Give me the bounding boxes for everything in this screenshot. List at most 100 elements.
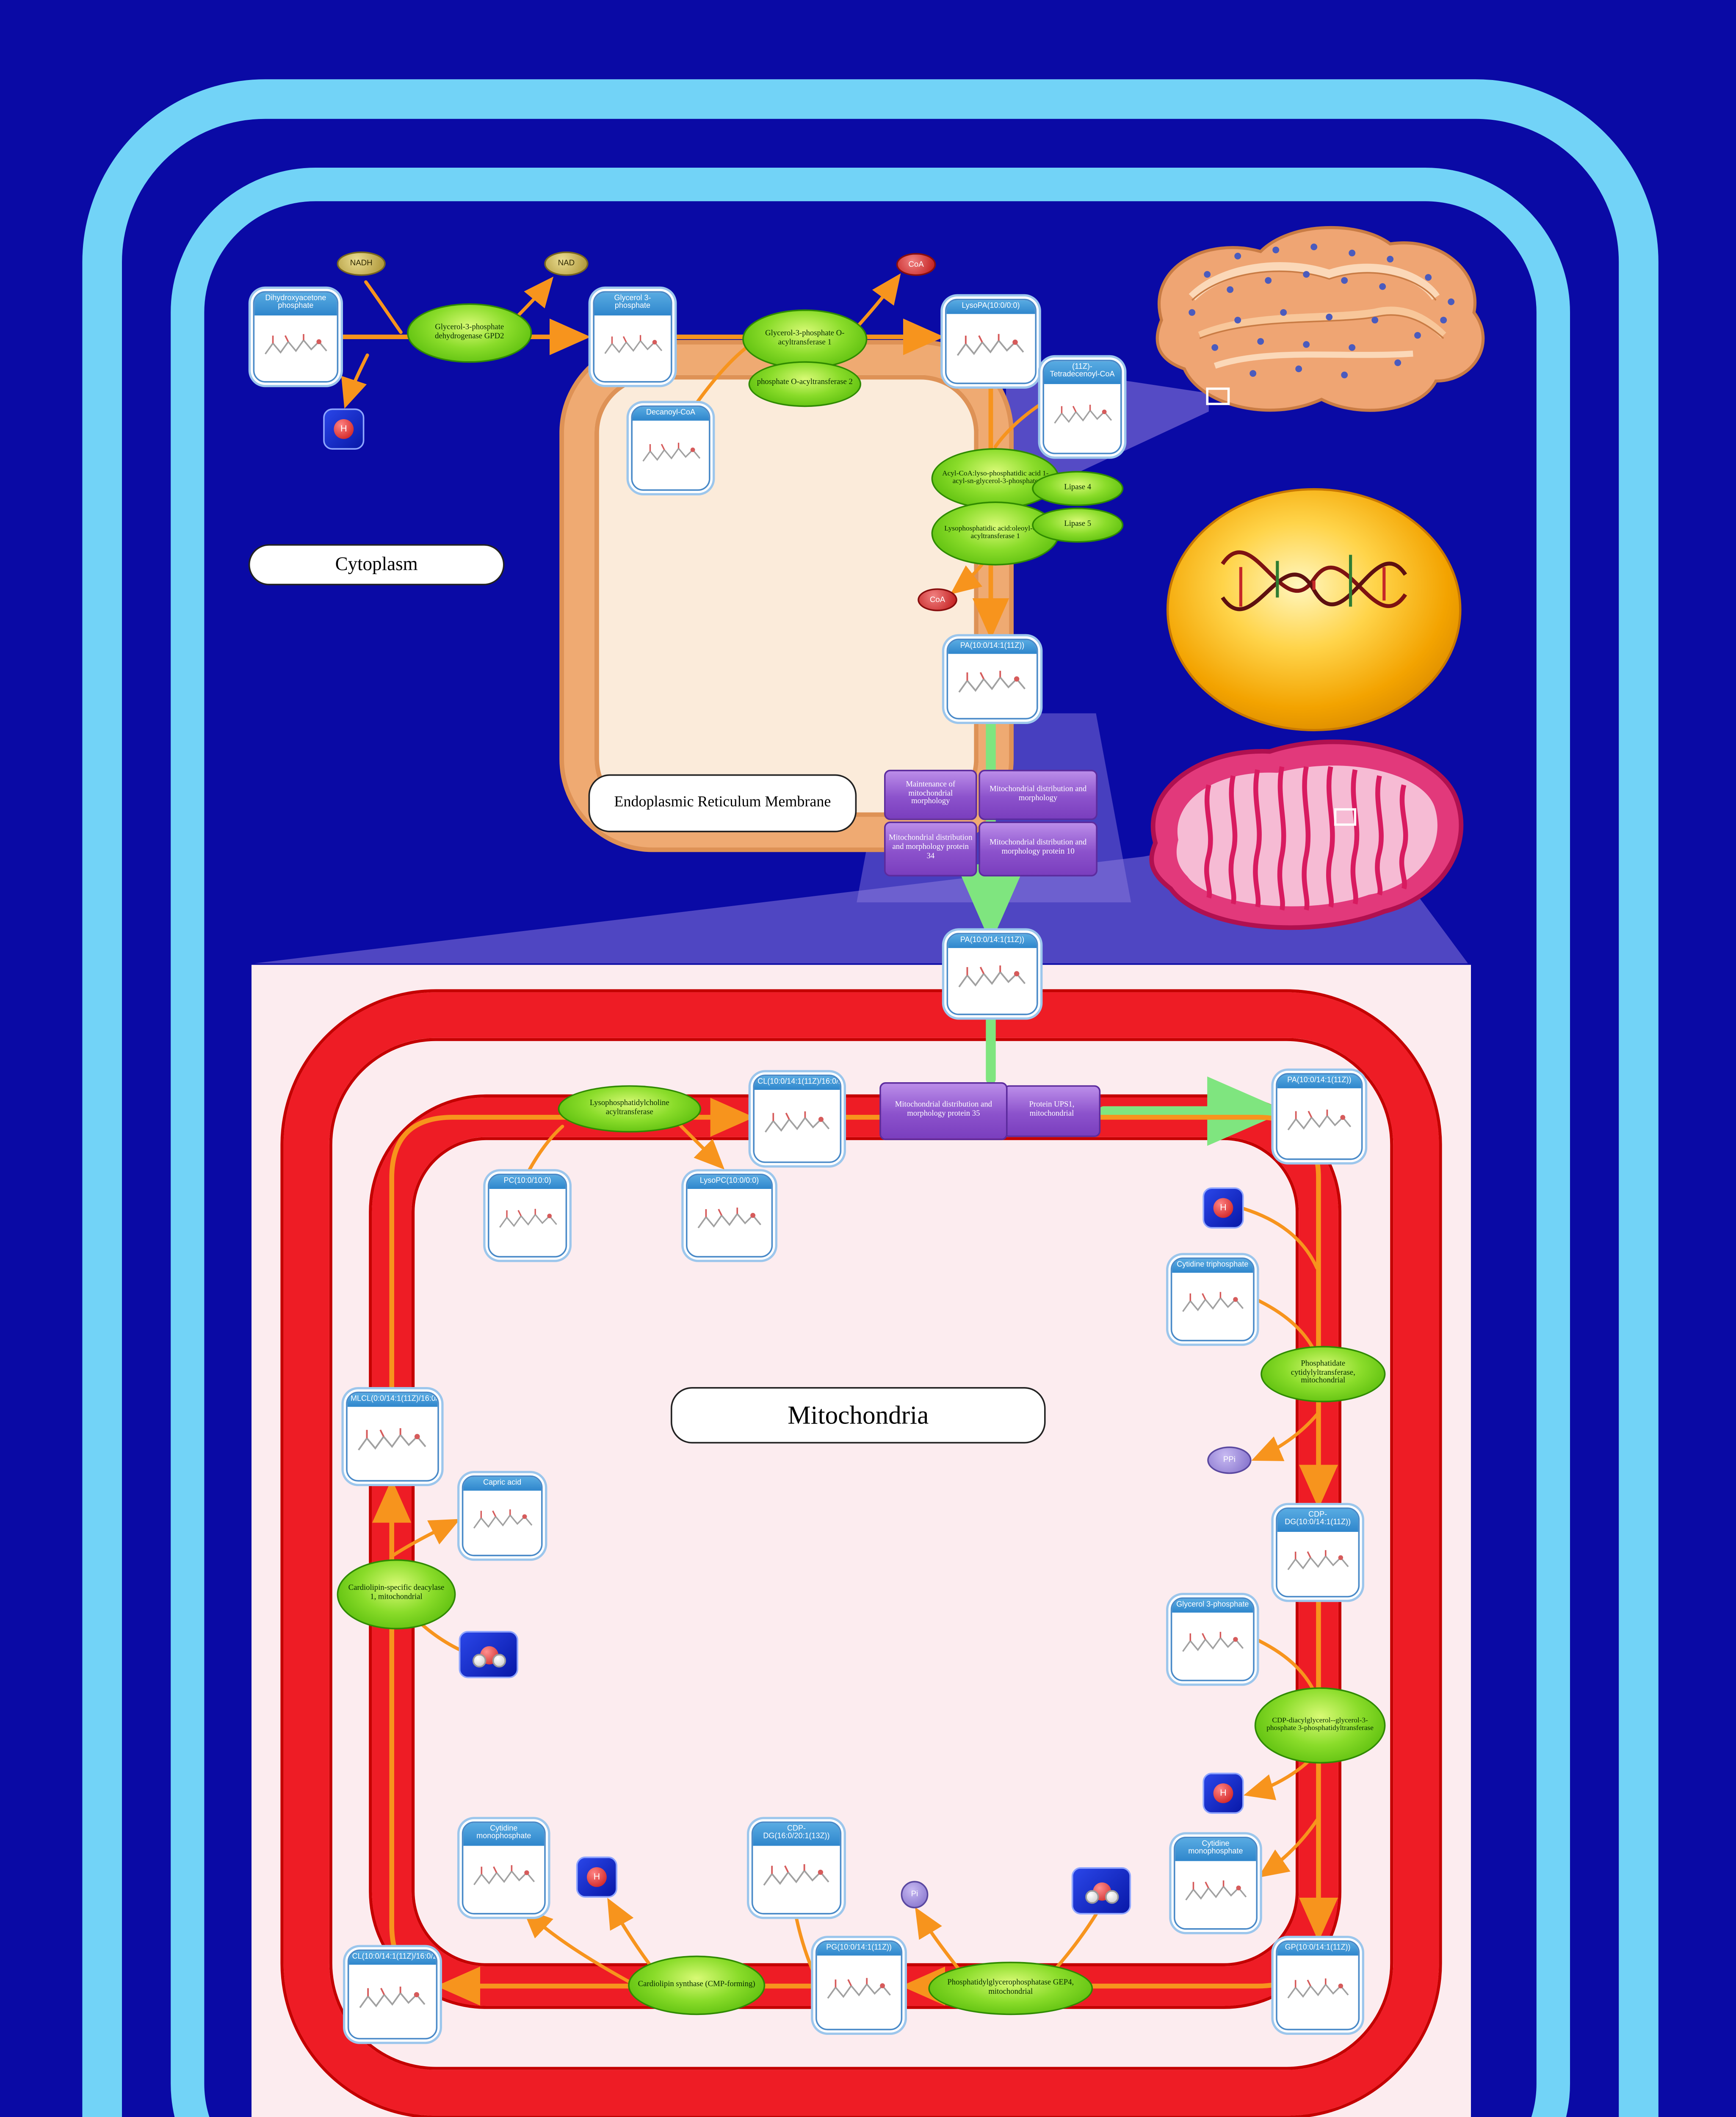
metabolite-label: CL(10:0/14:1(11Z)/16:0/20:1(13Z)) [349,1951,436,1965]
mito-zoom-source-rect [1334,808,1357,826]
metabolite-cmp-left[interactable]: Cytidine monophosphate [462,1821,546,1915]
metabolite-label: Cytidine triphosphate [1172,1259,1253,1273]
metabolite-cdp-dg-bottom[interactable]: CDP-DG(16:0/20:1(13Z)) [751,1821,842,1915]
enzyme-label: Glycerol-3-phosphate O-acyltransferase 1 [765,329,845,347]
metabolite-pa-er[interactable]: PA(10:0/14:1(11Z)) [946,638,1038,720]
cofactor-coa[interactable]: CoA [896,253,936,276]
metabolite-decanoyl-coa[interactable]: Decanoyl-CoA [631,405,710,491]
cofactor-label: CoA [908,260,924,269]
structure-thumbnail [1277,1088,1361,1158]
enzyme-gpd2[interactable]: Glycerol-3-phosphate dehydrogenase GPD2 [407,303,532,363]
cytoplasm-label: Cytoplasm [248,544,505,586]
cofactor-coa[interactable]: CoA [918,588,957,611]
enzyme-lipase5[interactable]: Lipase 5 [1032,507,1124,543]
enzyme-gpat1[interactable]: Glycerol-3-phosphate O-acyltransferase 1 [742,309,868,369]
water-molecule[interactable] [459,1631,518,1678]
enzyme-agpat[interactable]: Acyl-CoA:lyso-phosphatidic acid 1-acyl-s… [931,448,1059,509]
cofactor-ppi[interactable]: PPi [1207,1446,1252,1474]
mitochondrion-illustration [1149,739,1464,930]
oxygen-atom-glyph [1084,1882,1118,1903]
hydrogen-ion[interactable]: H [576,1856,617,1898]
structure-thumbnail [633,420,709,489]
enzyme-cds[interactable]: Phosphatidate cytidylyltransferase, mito… [1261,1346,1386,1402]
cofactor-nadh[interactable]: NADH [337,251,386,276]
enzyme-lipase4[interactable]: Lipase 4 [1032,471,1124,506]
metabolite-lysopc[interactable]: LysoPC(10:0/0:0) [686,1174,773,1257]
hydrogen-atom-glyph [1104,1889,1118,1903]
hydrogen-atom-glyph [472,1653,486,1667]
mitochondria-label-text: Mitochondria [788,1400,929,1429]
metabolite-tetradecenoyl-coa[interactable]: (11Z)-Tetradecenoyl-CoA [1042,359,1122,454]
metabolite-ctp[interactable]: Cytidine triphosphate [1170,1257,1255,1341]
cofactor-label: NADH [350,259,373,268]
protein-mdm34[interactable]: Mitochondrial distribution and morpholog… [884,821,977,876]
protein-mdm[interactable]: Mitochondrial distribution and morpholog… [979,770,1097,820]
hydrogen-ion[interactable]: H [1202,1772,1244,1814]
metabolite-cdp-dg-right[interactable]: CDP-DG(10:0/14:1(11Z)) [1276,1507,1360,1597]
metabolite-g3p-er[interactable]: Glycerol 3-phosphate [593,291,672,383]
structure-thumbnail [349,1964,436,2038]
cofactor-pi[interactable]: Pi [901,1881,929,1909]
h-ion-glyph: H [1213,1198,1233,1218]
enzyme-cld1[interactable]: Cardiolipin-specific deacylase 1, mitoch… [337,1559,456,1630]
enzyme-gpat2[interactable]: phosphate O-acyltransferase 2 [748,361,861,407]
protein-ups1[interactable]: Protein UPS1, mitochondrial [1003,1085,1101,1137]
nucleus-illustration [1166,488,1462,732]
metabolite-lysopa[interactable]: LysoPA(10:0/0:0) [945,298,1037,384]
metabolite-label: Glycerol 3-phosphate [1172,1599,1253,1612]
enzyme-lpcat[interactable]: Lysophosphatidylcholine acyltransferase [558,1085,701,1133]
enzyme-label: Phosphatidate cytidylyltransferase, mito… [1291,1359,1355,1386]
enzyme-label: Lipase 4 [1064,482,1092,492]
metabolite-label: CDP-DG(16:0/20:1(13Z)) [753,1823,840,1845]
cofactor-label: Pi [911,1890,918,1899]
metabolite-dhap[interactable]: Dihydroxyacetone phosphate [253,291,339,383]
enzyme-pgs1[interactable]: CDP-diacylglycerol--glycerol-3-phosphate… [1254,1687,1386,1764]
metabolite-pa-transfer[interactable]: PA(10:0/14:1(11Z)) [946,933,1038,1015]
metabolite-cl-bottom[interactable]: CL(10:0/14:1(11Z)/16:0/20:1(13Z)) [347,1949,438,2040]
enzyme-label: Cardiolipin-specific deacylase 1, mitoch… [348,1584,445,1602]
metabolite-label: Cytidine monophosphate [1175,1838,1256,1860]
structure-thumbnail [1172,1272,1253,1340]
metabolite-label: CDP-DG(10:0/14:1(11Z)) [1277,1509,1358,1531]
enzyme-label: Cardiolipin synthase (CMP-forming) [638,1979,755,1989]
hydrogen-ion[interactable]: H [323,408,365,450]
protein-label: Protein UPS1, mitochondrial [1029,1100,1075,1119]
cofactor-nad[interactable]: NAD [544,251,589,276]
enzyme-label: Lysophosphatidylcholine acyltransferase [589,1098,669,1117]
metabolite-label: LysoPC(10:0/0:0) [687,1175,771,1189]
metabolite-label: (11Z)-Tetradecenoyl-CoA [1044,361,1120,384]
metabolite-pc[interactable]: PC(10:0/10:0) [488,1174,567,1257]
metabolite-pa-mito[interactable]: PA(10:0/14:1(11Z)) [1276,1073,1363,1160]
structure-thumbnail [753,1845,840,1913]
metabolite-label: Glycerol 3-phosphate [594,293,671,315]
metabolite-g3p-mito[interactable]: Glycerol 3-phosphate [1170,1597,1255,1681]
metabolite-label: Cytidine monophosphate [463,1823,545,1845]
protein-mdm35[interactable]: Mitochondrial distribution and morpholog… [879,1082,1008,1140]
enzyme-gep4[interactable]: Phosphatidylglycerophosphatase GEP4, mit… [928,1962,1093,2015]
metabolite-capric-acid[interactable]: Capric acid [462,1475,543,1556]
metabolite-gp[interactable]: GP(10:0/14:1(11Z)) [1276,1940,1360,2031]
enzyme-crls[interactable]: Cardiolipin synthase (CMP-forming) [628,1955,766,2015]
h-ion-glyph: H [334,419,354,439]
hydrogen-ion[interactable]: H [1202,1187,1244,1229]
structure-thumbnail [948,948,1037,1014]
protein-mmm[interactable]: Maintenance of mitochondrial morphology [884,770,977,820]
enzyme-label: Acyl-CoA:lyso-phosphatidic acid 1-acyl-s… [942,470,1049,486]
metabolite-label: Dihydroxyacetone phosphate [254,293,337,315]
metabolite-label: LysoPA(10:0/0:0) [946,300,1035,314]
metabolite-pg[interactable]: PG(10:0/14:1(11Z)) [815,1940,903,2031]
metabolite-label: PA(10:0/14:1(11Z)) [948,640,1037,654]
enzyme-label: Lipase 5 [1064,519,1092,528]
hydrogen-atom-glyph [1084,1889,1098,1903]
metabolite-label: Capric acid [463,1477,541,1490]
enzyme-label: Phosphatidylglycerophosphatase GEP4, mit… [947,1978,1074,1996]
structure-thumbnail [1277,1531,1358,1596]
cofactor-label: NAD [558,259,575,268]
protein-mdm10[interactable]: Mitochondrial distribution and morpholog… [979,821,1097,876]
er-membrane-label-text: Endoplasmic Reticulum Membrane [614,794,831,812]
water-molecule[interactable] [1071,1867,1131,1915]
er-membrane-label: Endoplasmic Reticulum Membrane [588,774,857,832]
metabolite-mlcl[interactable]: MLCL(0:0/14:1(11Z)/16:0/20:1(13Z)) [346,1391,439,1482]
metabolite-cl-top[interactable]: CL(10:0/14:1(11Z)/16:0/20:1(13Z)) [753,1075,842,1163]
metabolite-cmp-right[interactable]: Cytidine monophosphate [1174,1837,1258,1930]
